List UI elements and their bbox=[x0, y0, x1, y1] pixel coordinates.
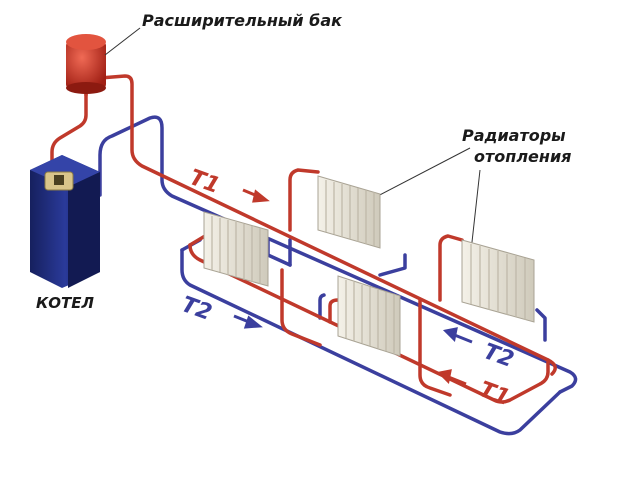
expansion-tank-label: Расширительный бак bbox=[142, 11, 342, 30]
boiler-icon bbox=[30, 155, 100, 288]
radiator-icon bbox=[203, 211, 269, 287]
flow-label-supply-right: Т1 bbox=[476, 377, 513, 411]
flow-arrow-icon bbox=[442, 327, 473, 344]
return-pipes bbox=[98, 115, 578, 436]
radiators-label: Радиаторы отопления bbox=[462, 125, 571, 167]
radiator-icon bbox=[337, 275, 401, 357]
flow-arrow-icon bbox=[233, 314, 263, 329]
flow-arrow-icon bbox=[242, 188, 270, 203]
radiator-icon bbox=[317, 175, 381, 249]
flow-arrow-icon bbox=[436, 369, 467, 386]
radiators-label-line1: Радиаторы bbox=[462, 126, 566, 145]
flow-label-return-left: Т2 bbox=[178, 292, 215, 326]
flow-label-supply-top: Т1 bbox=[186, 165, 223, 199]
boiler-label: КОТЕЛ bbox=[36, 294, 94, 312]
radiators-label-line2: отопления bbox=[474, 147, 572, 166]
radiator-icon bbox=[461, 239, 535, 323]
expansion-tank-icon bbox=[66, 34, 106, 94]
